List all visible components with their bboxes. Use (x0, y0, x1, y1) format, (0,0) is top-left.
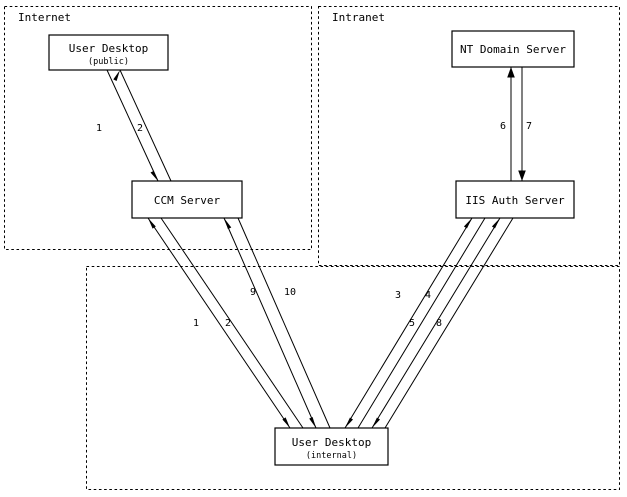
arrowhead-step-9 (224, 218, 232, 229)
step-label-2-internal: 2 (225, 318, 231, 329)
arrowhead-step-1-lower (148, 218, 156, 229)
arrowhead-step-1 (150, 170, 158, 181)
step-label-1-public: 1 (96, 123, 102, 134)
step-label-7: 7 (526, 121, 532, 132)
arrowhead-step-3 (463, 218, 472, 229)
step-labels: 1 2 1 2 3 4 5 8 6 7 9 10 (96, 121, 532, 329)
flow-internal-iis-3-4 (344, 217, 486, 429)
flow-public-ccm (106, 69, 172, 182)
zone-lower-border (86, 266, 620, 490)
arrowhead-step-4 (345, 417, 353, 428)
flow-internal-ccm-9-10 (223, 217, 331, 429)
arrowhead-step-5 (491, 218, 500, 229)
zone-intranet-border (318, 6, 620, 266)
zone-internet-border (4, 6, 312, 250)
node-title-nt-domain-server: NT Domain Server (460, 43, 566, 56)
step-label-6: 6 (500, 121, 506, 132)
node-user-desktop-public[interactable]: User Desktop (public) (48, 34, 169, 71)
step-label-10: 10 (284, 287, 296, 298)
arrowhead-step-10-ref (309, 417, 316, 428)
arrowhead-step-7 (518, 170, 526, 181)
node-title-iis-auth-server: IIS Auth Server (465, 194, 565, 207)
arrowhead-step-2 (113, 70, 120, 81)
flow-internal-ccm-1-2 (147, 217, 304, 429)
flow-internal-iis-5-8 (371, 217, 514, 429)
flow-iis-ntdomain (507, 67, 526, 181)
step-label-9: 9 (250, 287, 256, 298)
node-subtitle-user-desktop-internal: (internal) (306, 451, 357, 461)
node-subtitle-user-desktop-public: (public) (88, 57, 129, 67)
node-user-desktop-internal[interactable]: User Desktop (internal) (274, 427, 389, 466)
node-title-user-desktop-internal: User Desktop (292, 436, 371, 449)
step-label-1-internal: 1 (193, 318, 199, 329)
arrowhead-step-6 (507, 67, 515, 78)
node-ccm-server[interactable]: CCM Server (131, 180, 243, 219)
node-iis-auth-server[interactable]: IIS Auth Server (455, 180, 575, 219)
step-label-8: 8 (436, 318, 442, 329)
step-label-4: 4 (425, 290, 431, 301)
node-title-ccm-server: CCM Server (154, 194, 221, 207)
arrowhead-step-2-lower (282, 417, 290, 428)
step-label-2-public: 2 (137, 123, 143, 134)
zone-label-intranet: Intranet (332, 11, 385, 24)
arrowhead-step-8 (372, 417, 380, 428)
step-label-5: 5 (409, 318, 415, 329)
node-nt-domain-server[interactable]: NT Domain Server (451, 30, 575, 68)
zone-label-internet: Internet (18, 11, 71, 24)
node-title-user-desktop-public: User Desktop (69, 42, 148, 55)
step-label-3: 3 (395, 290, 401, 301)
